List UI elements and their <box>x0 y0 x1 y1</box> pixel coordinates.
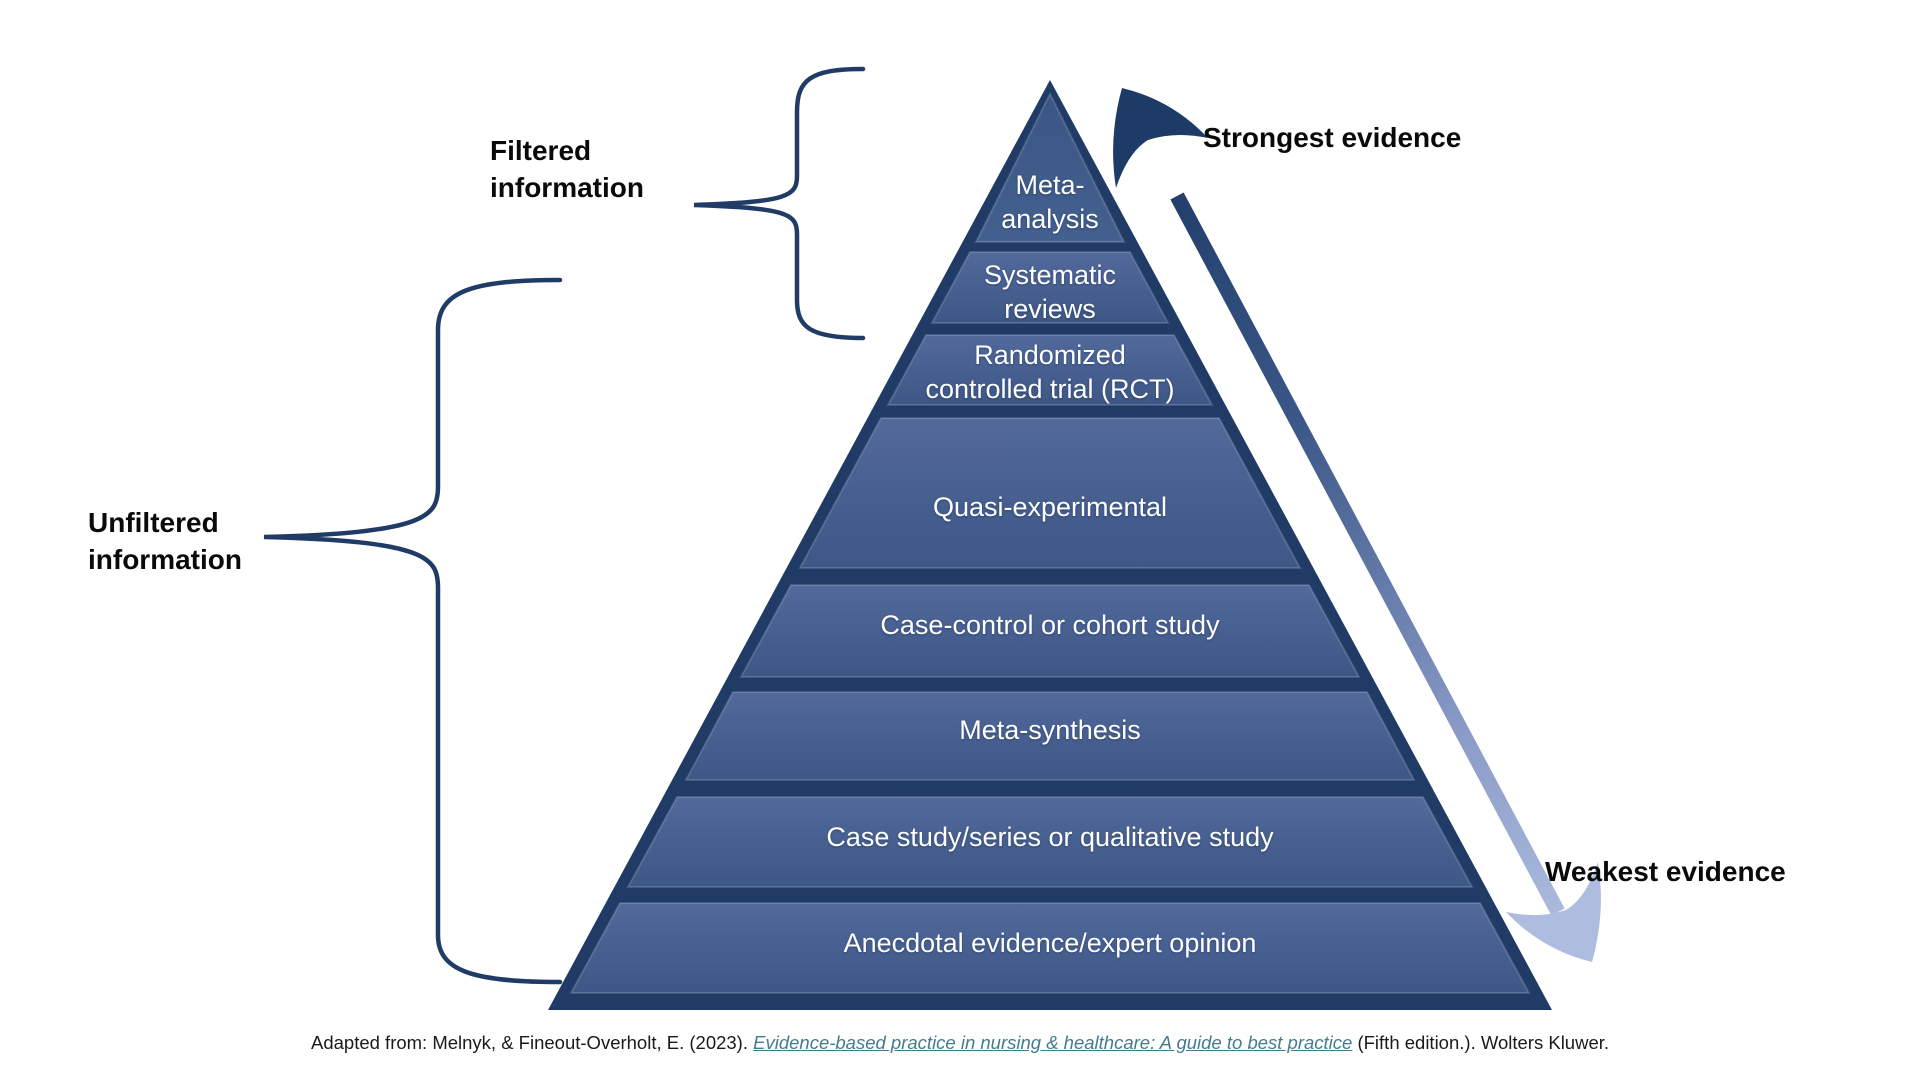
unfiltered-information-label: Unfiltered information <box>88 507 242 575</box>
citation-prefix: Adapted from: Melnyk, & Fineout-Overholt… <box>310 1032 754 1053</box>
pyramid-level-1-band <box>974 91 1126 243</box>
unfiltered-brace <box>263 277 563 985</box>
arrow-shaft <box>1170 192 1565 916</box>
filtered-information-label: Filtered information <box>490 135 644 203</box>
pyramid-level-8-band <box>569 902 1531 994</box>
evidence-arrow <box>1113 88 1601 962</box>
citation-suffix: (Fifth edition.). Wolters Kluwer. <box>1352 1032 1610 1053</box>
arrow-head-strong-icon <box>1113 88 1208 188</box>
pyramid-level-7-band <box>626 796 1474 888</box>
filtered-brace <box>693 66 866 341</box>
pyramid-level-6-band <box>684 691 1416 781</box>
pyramid-level-2-band <box>930 251 1170 324</box>
weakest-evidence-label: Weakest evidence <box>1545 856 1786 887</box>
pyramid-level-2-label: Systematic reviews <box>983 260 1117 324</box>
pyramid-level-4-band <box>798 417 1302 569</box>
pyramid-level-3-label: Randomized controlled trial (RCT) <box>925 340 1175 404</box>
citation-book-title-link[interactable]: Evidence-based practice in nursing & hea… <box>753 1032 1353 1053</box>
pyramid-level-4-label: Quasi-experimental <box>932 492 1168 522</box>
strongest-evidence-label: Strongest evidence <box>1203 122 1462 153</box>
pyramid-level-6-label: Meta-synthesis <box>959 715 1141 745</box>
pyramid-level-5-band <box>739 584 1361 678</box>
arrow-head-weak-icon <box>1506 862 1601 962</box>
citation: Adapted from: Melnyk, & Fineout-Overholt… <box>0 1032 1920 1054</box>
pyramid-level-3-band <box>886 334 1214 406</box>
pyramid-level-7-label: Case study/series or qualitative study <box>826 822 1274 852</box>
pyramid-level-1-label: Meta- analysis <box>1001 170 1099 234</box>
pyramid-level-8-label: Anecdotal evidence/expert opinion <box>843 928 1257 958</box>
pyramid-level-5-label: Case-control or cohort study <box>880 610 1220 640</box>
